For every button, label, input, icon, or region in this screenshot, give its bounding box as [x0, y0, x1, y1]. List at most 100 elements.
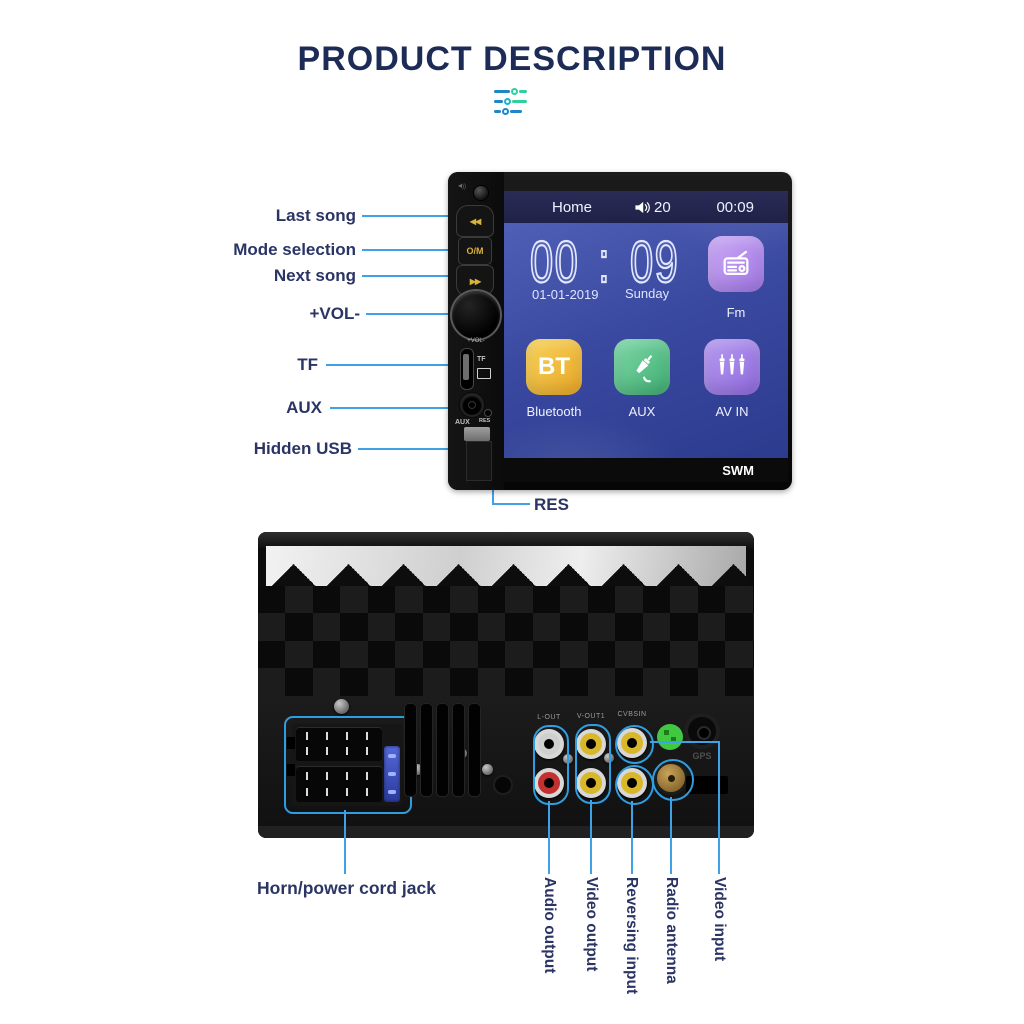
radio-antenna-outline [652, 759, 694, 801]
video-output-outline [575, 724, 611, 804]
speaker-icon [635, 201, 650, 213]
tf-mark: TF [477, 356, 486, 363]
clock-hours: 00 [529, 229, 580, 296]
mode-button-label: O/M [466, 246, 484, 256]
page-title: PRODUCT DESCRIPTION [297, 40, 727, 78]
callout-mode-selection: Mode selection [233, 240, 356, 259]
clock-separator: : [597, 229, 612, 296]
status-time: 00:09 [716, 198, 754, 216]
tf-card [463, 354, 469, 380]
previous-track-button[interactable]: ◀◀ [456, 205, 494, 237]
aux-jack[interactable] [462, 395, 482, 415]
mute-speaker-icon: ◂)) [458, 181, 467, 190]
iso-tab [287, 737, 295, 749]
leader-line [358, 448, 466, 450]
mode-button[interactable]: O/M [458, 237, 492, 265]
rca-label-cvbs-in: CVBSIN [617, 711, 647, 718]
volume-knob-mark: +VOL- [467, 338, 485, 344]
callout-audio-output: Audio output [541, 877, 558, 974]
leader-line-video [590, 800, 592, 874]
clock-day: Sunday [625, 286, 670, 301]
callout-tf: TF [297, 355, 318, 374]
leader-line-horn [344, 810, 346, 874]
leader-line-res-horizontal [492, 503, 530, 505]
gps-label: GPS [692, 751, 712, 761]
bluetooth-icon: BT [526, 339, 582, 395]
volume-knob[interactable] [452, 291, 500, 339]
callout-last-song: Last song [275, 206, 356, 225]
callout-next-song: Next song [273, 266, 356, 285]
app-fm-label: Fm [726, 305, 746, 320]
leader-line [326, 364, 460, 366]
back-top-edge [258, 532, 754, 548]
hidden-usb-cover[interactable] [464, 427, 490, 441]
aux-cable-icon [614, 339, 670, 395]
home-screen: 00 : 09 01-01-2019 Sunday [504, 223, 788, 458]
status-volume: 20 [654, 198, 671, 216]
leader-line-reversing [631, 801, 633, 874]
leader-line-video-in-h [650, 741, 720, 743]
previous-icon: ◀◀ [469, 216, 481, 226]
rca-jack-audio-right [534, 768, 564, 798]
hidden-usb-compartment [466, 441, 492, 481]
av-in-icon [704, 339, 760, 395]
status-bar: Home 20 00:09 [504, 191, 788, 223]
fm-radio-icon [708, 236, 764, 292]
app-fm[interactable]: Fm [708, 236, 764, 320]
res-mark: RES [479, 418, 491, 424]
vent-slot [436, 703, 449, 797]
brand-logo: SWM [722, 462, 754, 478]
app-av-in[interactable]: AV IN [704, 339, 760, 419]
touch-screen[interactable]: Home 20 00:09 00 : 09 01-01-2019 Sunday [504, 191, 788, 482]
sliders-icon [494, 86, 532, 116]
clock-display: 00 : 09 [529, 229, 679, 296]
panel-screw [334, 699, 349, 714]
iso-connector [287, 724, 402, 806]
vent-slot [452, 703, 465, 797]
horn-jack-callout-outline [284, 716, 412, 814]
iso-pin-block-upper [296, 727, 382, 761]
leader-line [330, 407, 454, 409]
bt-glyph: BT [538, 353, 570, 380]
callout-reversing-input: Reversing input [623, 877, 640, 995]
vent-slot [468, 703, 481, 797]
leader-line-antenna [670, 797, 672, 874]
leader-line [362, 249, 454, 251]
callout-video-output: Video output [583, 877, 600, 972]
vent-slot [420, 703, 433, 797]
fuse [384, 746, 400, 802]
iso-tab [287, 764, 295, 776]
clock-date: 01-01-2019 [532, 287, 599, 302]
callout-radio-antenna: Radio antenna [663, 877, 680, 984]
panel-screw [412, 764, 423, 775]
leader-line [362, 215, 454, 217]
app-aux[interactable]: AUX [614, 339, 670, 419]
iso-pin-block-lower [296, 766, 382, 802]
next-icon: ▶▶ [469, 276, 481, 286]
front-button-strip: ◂)) ◀◀ O/M ▶▶ +VOL- TF AUX RES [448, 172, 504, 490]
app-bluetooth[interactable]: BT Bluetooth [526, 339, 582, 419]
callout-horn-power: Horn/power cord jack [257, 878, 436, 898]
app-aux-label: AUX [628, 404, 656, 419]
rca-label-l-out: L-OUT [537, 714, 561, 721]
leader-line [362, 275, 450, 277]
sd-card-icon [477, 368, 491, 379]
leader-line [366, 313, 450, 315]
back-slot [686, 776, 728, 794]
small-jack [493, 775, 513, 795]
rca-label-v-out1: V-OUT1 [576, 713, 606, 720]
status-home: Home [552, 198, 593, 216]
panel-screw [482, 764, 493, 775]
app-av-in-label: AV IN [715, 404, 749, 419]
aux-jack-hole [468, 401, 476, 409]
video-input-outline [615, 725, 654, 764]
reversing-input-outline [615, 765, 654, 805]
leader-line-video-in-v [718, 741, 720, 874]
gps-antenna-jack [684, 713, 720, 749]
reset-pinhole[interactable] [484, 409, 492, 417]
tf-card-slot[interactable] [460, 348, 474, 390]
heatsink-diamond-pattern [258, 586, 754, 698]
screen-bottom-bar: SWM [504, 458, 788, 482]
callout-hidden-usb: Hidden USB [253, 439, 352, 458]
